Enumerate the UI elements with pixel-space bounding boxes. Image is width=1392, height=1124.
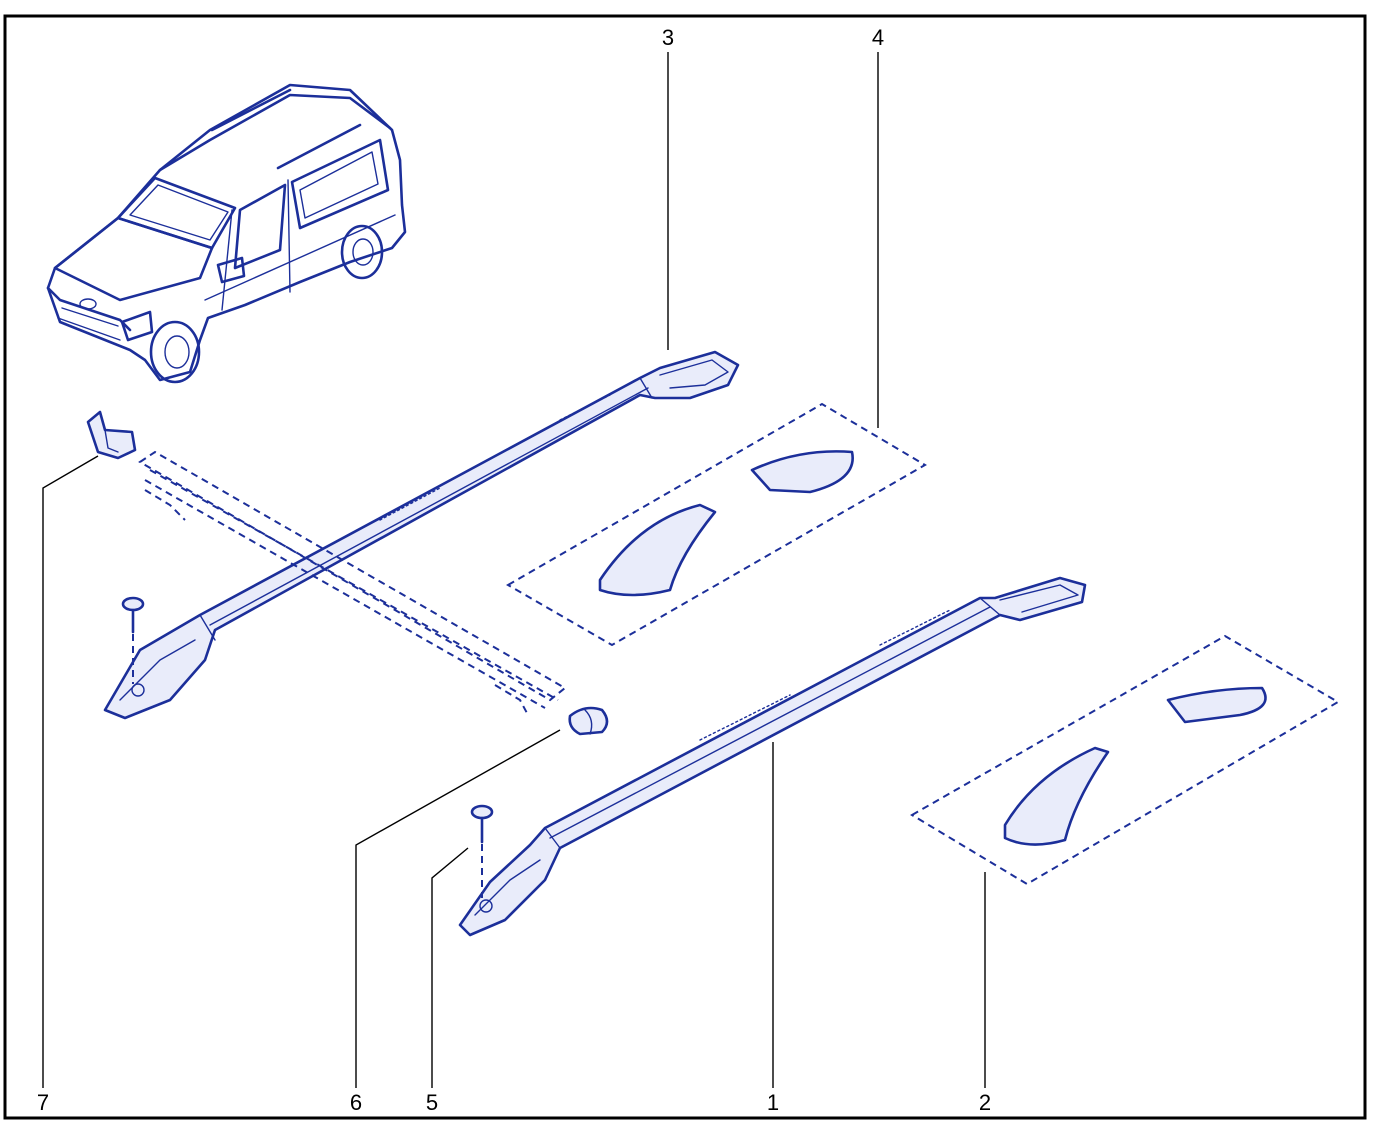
end-cap-part [568, 706, 609, 736]
roof-rail-front [458, 576, 1087, 937]
callout-3: 3 [662, 25, 674, 50]
crossbar-dashed [138, 450, 567, 716]
vehicle-illustration [46, 83, 407, 384]
screw-front [470, 804, 494, 898]
leader-7 [42, 455, 99, 1088]
roof-rail-rear [103, 350, 740, 720]
end-cover-kit-2 [910, 634, 1340, 886]
callout-2: 2 [979, 1090, 991, 1115]
end-cover-kit-4 [505, 402, 927, 647]
callout-5: 5 [426, 1090, 438, 1115]
callout-4: 4 [872, 25, 884, 50]
clip-part [86, 410, 137, 460]
callout-6: 6 [350, 1090, 362, 1115]
screw-rear [121, 596, 145, 684]
callout-1: 1 [767, 1090, 779, 1115]
leader-6 [355, 729, 561, 1088]
callout-7: 7 [37, 1090, 49, 1115]
leader-5 [431, 847, 469, 1088]
leader-lines [42, 52, 986, 1088]
diagram-frame [3, 14, 1367, 1120]
